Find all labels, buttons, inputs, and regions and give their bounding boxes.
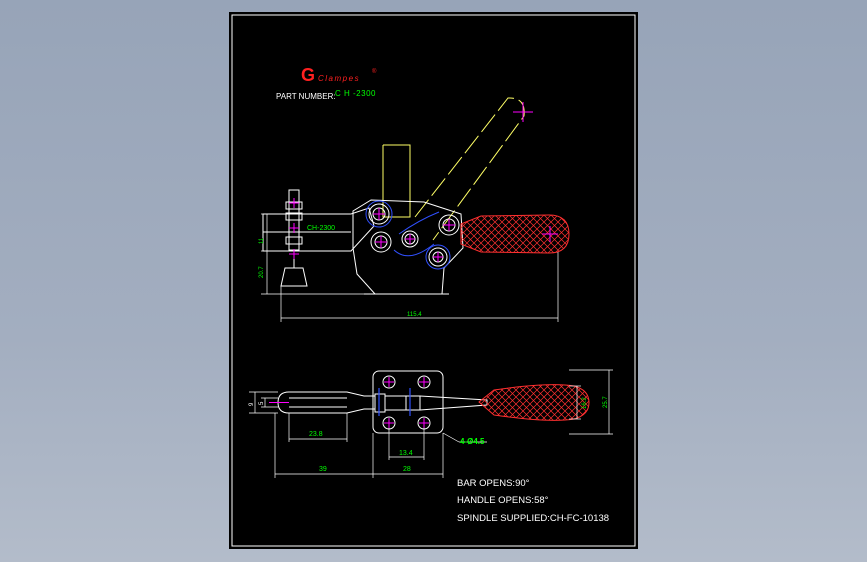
side-view: CH-2300: [259, 97, 570, 322]
dim-115-4: 115.4: [407, 312, 422, 318]
linkage-arcs: [365, 200, 451, 270]
dim-11: 11: [259, 237, 265, 244]
handle-grip-side: [460, 214, 570, 254]
dim-9: 9: [249, 402, 255, 406]
dim-25-7: 25.7: [603, 396, 609, 408]
pivot-center-marks: [373, 208, 455, 262]
side-dimension-lines: [261, 213, 559, 322]
sheet-frame: [231, 14, 636, 547]
handle-center-mark: [542, 226, 558, 242]
spindle: [280, 189, 308, 287]
dim-23-8: 23.8: [309, 431, 323, 438]
note-bar-opens: BAR OPENS:90°: [457, 478, 530, 489]
dim-20-7: 20.7: [259, 266, 265, 278]
top-view: 9 5 23.8 16.2 25.7 13.4 4-Ø4.5 39 28: [249, 369, 613, 478]
dim-28: 28: [403, 466, 411, 473]
top-dimension-lines: [249, 369, 613, 478]
handle-grip-top: [478, 384, 590, 421]
part-number-value: C H -2300: [335, 89, 376, 98]
base-plate-top: [372, 370, 444, 434]
notes: BAR OPENS:90° HANDLE OPENS:58° SPINDLE S…: [457, 478, 609, 524]
bar-part-label: CH-2300: [307, 225, 335, 232]
drawing-sheet: G Clampes ® PART NUMBER: C H -2300 CH-23…: [229, 12, 638, 549]
clamp-base: [352, 199, 464, 295]
dim-16-2: 16.2: [582, 397, 588, 409]
part-number-label: PART NUMBER:: [276, 92, 336, 101]
logo: G Clampes ®: [301, 65, 377, 85]
hole-callout: 4-Ø4.5: [460, 437, 485, 446]
cad-drawing: G Clampes ® PART NUMBER: C H -2300 CH-23…: [229, 12, 638, 549]
sheet-background: [229, 12, 638, 549]
dim-13-4: 13.4: [399, 450, 413, 457]
dim-5: 5: [259, 401, 265, 405]
logo-registered-mark: ®: [372, 68, 377, 75]
dim-39: 39: [319, 466, 327, 473]
clamp-bar-top: [277, 391, 376, 414]
note-handle-opens: HANDLE OPENS:58°: [457, 495, 549, 506]
note-spindle-supplied: SPINDLE SUPPLIED:CH-FC-10138: [457, 513, 609, 524]
pin-lines-top: [378, 388, 411, 416]
logo-text: Clampes: [318, 74, 360, 83]
logo-letter: G: [301, 65, 315, 85]
spindle-center-marks: [289, 198, 299, 259]
mounting-hole-center-marks: [384, 377, 429, 428]
open-position-outline: [382, 97, 525, 241]
